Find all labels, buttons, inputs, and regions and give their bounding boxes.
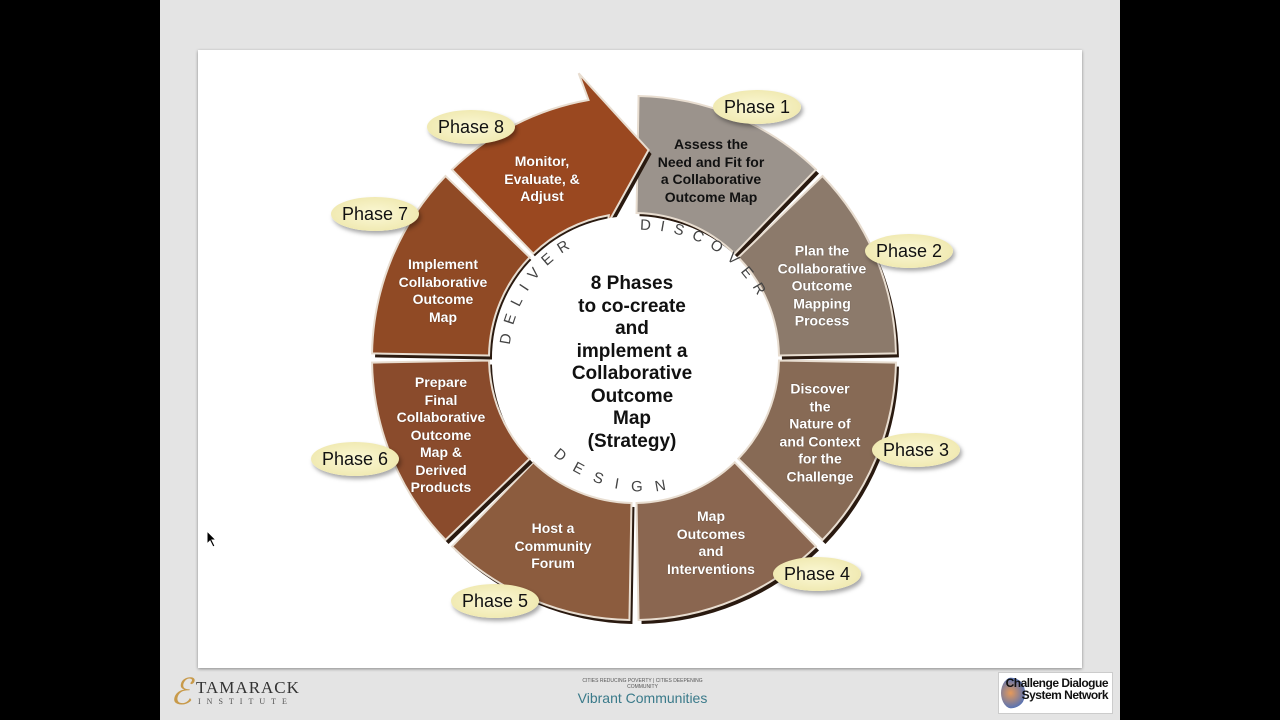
mouse-cursor-icon bbox=[206, 530, 218, 548]
phase-7-text: Implement Collaborative Outcome Map bbox=[398, 256, 488, 325]
cdsn-swirl-icon bbox=[1001, 677, 1025, 709]
vibrant-name: Vibrant Communities bbox=[577, 690, 708, 706]
phase-1-segment bbox=[635, 95, 818, 256]
phase-6-text: Prepare Final Collaborative Outcome Map … bbox=[396, 373, 486, 495]
phase-4-segment bbox=[635, 460, 818, 621]
cdsn-name: Challenge Dialogue System Network bbox=[1005, 676, 1109, 702]
tamarack-mark-icon: ℰ bbox=[170, 672, 192, 712]
phase-1-text: Assess the Need and Fit for a Collaborat… bbox=[657, 136, 765, 205]
phase-6-label: Phase 6 bbox=[311, 442, 399, 476]
phase-2-text: Plan the Collaborative Outcome Mapping P… bbox=[777, 242, 867, 329]
vibrant-communities-logo: CITIES REDUCING POVERTY | CITIES DEEPENI… bbox=[570, 678, 715, 706]
phase-2-segment bbox=[736, 174, 897, 357]
center-title: 8 Phases to co-create and implement a Co… bbox=[571, 273, 693, 452]
tamarack-sub: INSTITUTE bbox=[198, 697, 293, 706]
cdsn-logo: Challenge Dialogue System Network bbox=[998, 672, 1113, 714]
phase-1-label: Phase 1 bbox=[713, 90, 801, 124]
phase-6-segment bbox=[371, 359, 532, 542]
vibrant-tagline: CITIES REDUCING POVERTY | CITIES DEEPENI… bbox=[582, 678, 703, 690]
phase-2-label: Phase 2 bbox=[865, 234, 953, 268]
phase-5-segment bbox=[450, 460, 633, 621]
phase-4-label: Phase 4 bbox=[773, 557, 861, 591]
phase-7-label: Phase 7 bbox=[331, 197, 419, 231]
phase-8-label: Phase 8 bbox=[427, 110, 515, 144]
phase-8-text: Monitor, Evaluate, & Adjust bbox=[504, 152, 580, 204]
phase-5-text: Host a Community Forum bbox=[514, 519, 592, 571]
center-circle bbox=[492, 216, 776, 500]
phase-3-label: Phase 3 bbox=[872, 433, 960, 467]
phase-3-segment bbox=[736, 359, 897, 542]
phase-5-label: Phase 5 bbox=[451, 584, 539, 618]
tamarack-name: TAMARACK bbox=[196, 678, 300, 697]
phase-4-text: Map Outcomes and Interventions bbox=[667, 508, 755, 577]
phase-3-text: Discover the Nature of and Context for t… bbox=[779, 380, 861, 485]
